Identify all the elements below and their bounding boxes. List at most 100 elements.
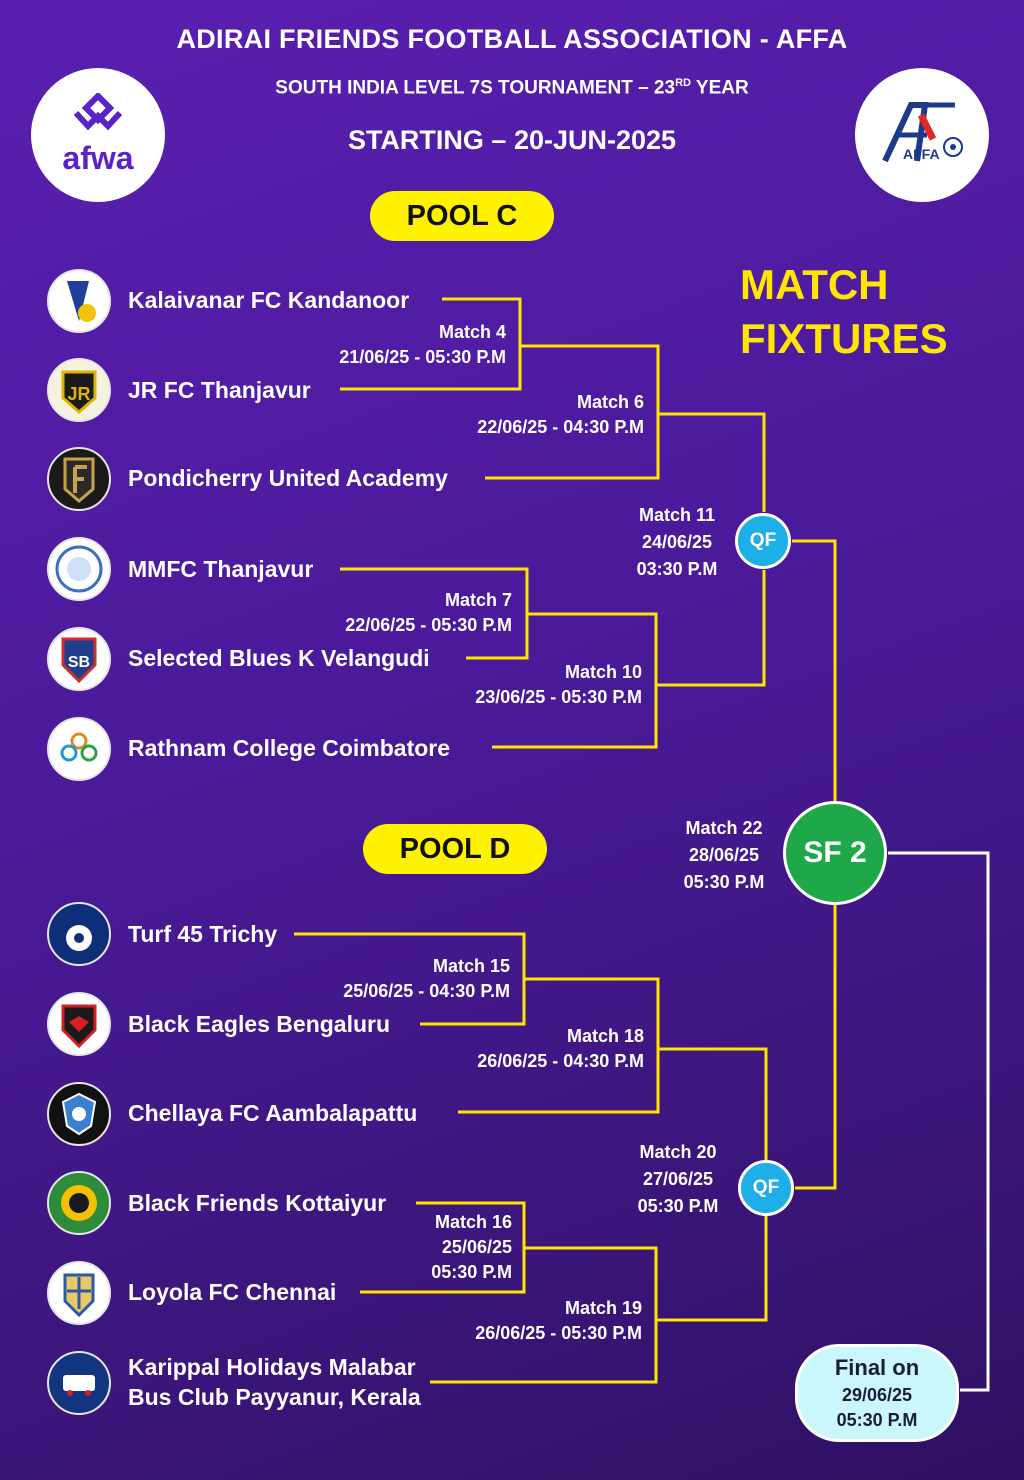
match-title: Match 19	[564, 1298, 642, 1318]
line-m7-out	[492, 612, 658, 749]
match-time: 05:30 P.M	[637, 1196, 719, 1216]
subtitle-tail: YEAR	[690, 77, 749, 99]
match-7-info: Match 7 22/06/25 - 05:30 P.M	[345, 588, 512, 638]
afwa-mark-icon	[73, 91, 123, 131]
affa-mark-icon	[882, 102, 963, 163]
match-title: Match 4	[438, 322, 506, 342]
team-name: Bus Club Payyanur, Kerala	[128, 1384, 421, 1410]
pool-c-label: POOL C	[370, 191, 554, 241]
team-name: Karippal Holidays Malabar	[128, 1354, 416, 1380]
line-m4	[340, 297, 522, 391]
line-qf2-out	[795, 905, 837, 1190]
team-name: MMFC Thanjavur	[128, 556, 314, 582]
fixtures-title-line1: MATCH	[740, 261, 889, 308]
event-title: ADIRAI FRIENDS FOOTBALL ASSOCIATION - AF…	[176, 24, 848, 54]
match-11-info: Match 11 24/06/25 03:30 P.M	[620, 502, 734, 583]
team-logo-loyola	[47, 1261, 111, 1325]
event-subtitle: SOUTH INDIA LEVEL 7S TOURNAMENT – 23RD Y…	[0, 77, 1024, 99]
match-19-info: Match 19 26/06/25 - 05:30 P.M	[475, 1296, 642, 1346]
line-m18-out	[658, 1047, 768, 1160]
team-name: Selected Blues K Velangudi	[128, 645, 430, 671]
team-name: Turf 45 Trichy	[128, 921, 278, 947]
team-name: Rathnam College Coimbatore	[128, 735, 451, 761]
match-title: Match 7	[444, 590, 512, 610]
match-when: 25/06/25 - 04:30 P.M	[343, 981, 510, 1001]
match-title: Match 20	[639, 1142, 717, 1162]
qf-badge-1: QF	[735, 513, 791, 569]
final-date: 29/06/25	[841, 1385, 913, 1405]
team-logo-chellaya	[47, 1082, 111, 1146]
match-time: 03:30 P.M	[636, 559, 718, 579]
final-label: Final on	[834, 1355, 920, 1380]
afwa-logo: afwa	[31, 68, 165, 202]
line-m15-out	[458, 977, 660, 1114]
team-logo-black-friends	[47, 1171, 111, 1235]
match-time: 05:30 P.M	[683, 872, 765, 892]
match-when: 26/06/25 - 05:30 P.M	[475, 1323, 642, 1343]
match-when: 23/06/25 - 05:30 P.M	[475, 687, 642, 707]
match-18-info: Match 18 26/06/25 - 04:30 P.M	[477, 1024, 644, 1074]
match-15-info: Match 15 25/06/25 - 04:30 P.M	[343, 954, 510, 1004]
match-4-info: Match 4 21/06/25 - 05:30 P.M	[339, 320, 506, 370]
team-name: Black Eagles Bengaluru	[128, 1011, 391, 1037]
match-time: 05:30 P.M	[431, 1262, 512, 1282]
start-date: STARTING – 20-JUN-2025	[347, 125, 677, 155]
team-logo-mmfc	[47, 537, 111, 601]
line-m10-out	[656, 570, 766, 687]
match-20-info: Match 20 27/06/25 05:30 P.M	[620, 1139, 736, 1220]
match-when: 22/06/25 - 04:30 P.M	[477, 417, 644, 437]
final-box: Final on 29/06/25 05:30 P.M	[795, 1344, 959, 1442]
team-name: Chellaya FC Aambalapattu	[128, 1100, 418, 1126]
team-logo-pondicherry	[47, 447, 111, 511]
line-qf1-out	[792, 539, 837, 803]
team-logo-rathnam	[47, 717, 111, 781]
match-date: 27/06/25	[642, 1169, 714, 1189]
match-date: 25/06/25	[441, 1237, 512, 1257]
line-sf-final	[888, 851, 990, 1392]
team-logo-selected-blues: SB	[47, 627, 111, 691]
match-title: Match 10	[564, 662, 642, 682]
match-22-info: Match 22 28/06/25 05:30 P.M	[668, 815, 780, 896]
team-logo-turf45	[47, 902, 111, 966]
match-title: Match 18	[566, 1026, 644, 1046]
match-title: Match 16	[434, 1212, 512, 1232]
match-when: 21/06/25 - 05:30 P.M	[339, 347, 506, 367]
affa-logo-text: AFFA	[903, 146, 940, 162]
line-m19-out	[656, 1216, 768, 1322]
match-title: Match 22	[685, 818, 763, 838]
line-m16-out	[430, 1246, 658, 1384]
match-6-info: Match 6 22/06/25 - 04:30 P.M	[477, 390, 644, 440]
team-logo-malabar	[47, 1351, 111, 1415]
subtitle-sup: RD	[675, 77, 691, 89]
svg-text:JR: JR	[67, 384, 90, 404]
match-date: 24/06/25	[641, 532, 713, 552]
fixtures-title: MATCH FIXTURES	[740, 258, 948, 366]
afwa-logo-text: afwa	[62, 140, 134, 176]
team-logo-jrfc: JR	[47, 358, 111, 422]
team-name: Kalaivanar FC Kandanoor	[128, 287, 410, 313]
svg-text:SB: SB	[68, 654, 90, 671]
affa-logo: AFFA	[855, 68, 989, 202]
line-m6-out	[658, 412, 766, 512]
subtitle-main: SOUTH INDIA LEVEL 7S TOURNAMENT – 23	[275, 77, 676, 99]
line-m4-out	[485, 344, 660, 480]
pool-d-label: POOL D	[363, 824, 547, 874]
match-16-info: Match 16 25/06/25 05:30 P.M	[431, 1210, 512, 1285]
qf-badge-2: QF	[738, 1160, 794, 1216]
team-logo-black-eagles	[47, 992, 111, 1056]
match-when: 26/06/25 - 04:30 P.M	[477, 1051, 644, 1071]
match-10-info: Match 10 23/06/25 - 05:30 P.M	[475, 660, 642, 710]
match-title: Match 15	[432, 956, 510, 976]
match-date: 28/06/25	[688, 845, 760, 865]
team-name: Loyola FC Chennai	[128, 1279, 337, 1305]
team-name: JR FC Thanjavur	[128, 377, 311, 403]
team-logo-kalaivanar	[47, 269, 111, 333]
match-title: Match 6	[576, 392, 644, 412]
team-name: Black Friends Kottaiyur	[128, 1190, 387, 1216]
match-title: Match 11	[638, 505, 716, 525]
team-name: Pondicherry United Academy	[128, 465, 448, 491]
match-when: 22/06/25 - 05:30 P.M	[345, 615, 512, 635]
fixtures-title-line2: FIXTURES	[740, 315, 948, 362]
final-time: 05:30 P.M	[836, 1410, 918, 1430]
